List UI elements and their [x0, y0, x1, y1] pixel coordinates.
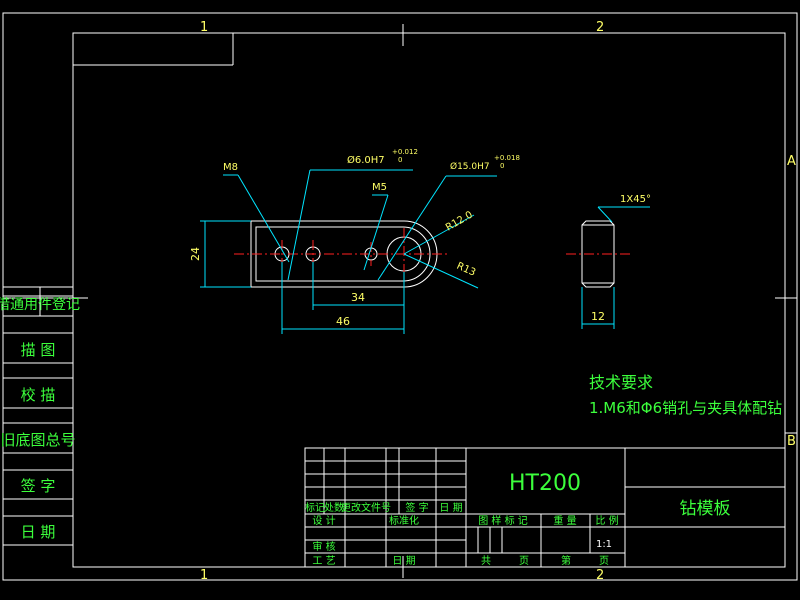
label-weight: 重 量 — [553, 514, 576, 527]
title-part-name: 钻模板 — [680, 499, 731, 519]
part-outline-side — [581, 220, 615, 288]
label-stage-mark: 图 样 标 记 — [478, 514, 528, 527]
label-total: 共 — [481, 555, 491, 567]
label-sheet-page: 页 — [599, 555, 609, 567]
rev-header-date: 日 期 — [439, 502, 462, 514]
dim-bore-tol-upper: +0.018 — [494, 154, 520, 162]
label-sheet: 第 — [561, 554, 571, 567]
label-scale: 比 例 — [595, 514, 618, 527]
dim-pin-tol-lower: 0 — [398, 156, 402, 164]
dim-34: 34 — [351, 291, 365, 304]
side-label-trace: 描 图 — [21, 341, 56, 359]
rev-header-doc: 更改文件号 — [341, 501, 391, 514]
side-label-date: 日 期 — [21, 523, 56, 541]
dim-bore-tol-lower: 0 — [500, 162, 504, 170]
dim-radius-inner: R13 — [455, 261, 477, 279]
dim-pin-hole: Ø6.0H7 — [347, 154, 385, 166]
zone-top-1: 1 — [200, 20, 208, 35]
side-label-sign: 签 字 — [21, 477, 56, 495]
tech-req-title: 技术要求 — [589, 373, 653, 392]
dim-radius-outer: R12.0 — [444, 209, 475, 233]
main-view-dimensions: 24 M8 Ø6.0H7 +0.012 0 M5 Ø15.0H7 +0.018 … — [189, 148, 520, 334]
zone-markers: 1 2 1 2 A B — [200, 20, 796, 583]
side-view: 1X45° 12 — [566, 194, 651, 329]
dim-thread-m8: M8 — [223, 162, 238, 173]
side-label-check: 校 描 — [21, 386, 56, 404]
label-process: 工 艺 — [312, 555, 335, 567]
technical-requirements: 技术要求 1.M6和Φ6销孔与夹具体配钻 — [589, 373, 782, 417]
title-material: HT200 — [509, 471, 581, 496]
label-date: 日 期 — [392, 555, 415, 567]
zone-right-a: A — [787, 154, 796, 169]
title-block: HT200 钻模板 标记 处数 更改文件号 签 字 日 期 设 计 标准化 审 … — [304, 447, 786, 568]
sheet-frame — [2, 12, 798, 581]
zone-bottom-2: 2 — [596, 568, 604, 583]
tech-req-line-1: 1.M6和Φ6销孔与夹具体配钻 — [589, 399, 782, 417]
side-label-strip: 借通用件登记 描 图 校 描 旧底图总号 签 字 日 期 — [0, 286, 80, 546]
dim-thickness: 12 — [591, 310, 605, 323]
label-page: 页 — [519, 555, 529, 567]
dim-pin-tol-upper: +0.012 — [392, 148, 418, 156]
rev-header-mark: 标记 — [305, 502, 325, 514]
dim-thread-m5: M5 — [372, 182, 387, 193]
dim-bore: Ø15.0H7 — [450, 161, 490, 172]
rev-header-count: 处数 — [324, 501, 344, 514]
dim-height: 24 — [189, 247, 202, 261]
zone-right-b: B — [787, 434, 796, 449]
side-label-registry: 借通用件登记 — [0, 297, 80, 313]
main-view — [234, 220, 448, 288]
label-design: 设 计 — [312, 514, 335, 527]
rev-header-sign: 签 字 — [405, 501, 428, 514]
dim-46: 46 — [336, 315, 350, 328]
value-scale: 1:1 — [596, 539, 612, 550]
label-standardize: 标准化 — [389, 514, 419, 527]
zone-top-2: 2 — [596, 20, 604, 35]
label-review: 审 核 — [312, 540, 335, 553]
side-label-old-drawing-no: 旧底图总号 — [0, 431, 75, 449]
zone-bottom-1: 1 — [200, 568, 208, 583]
dim-chamfer: 1X45° — [620, 194, 651, 205]
